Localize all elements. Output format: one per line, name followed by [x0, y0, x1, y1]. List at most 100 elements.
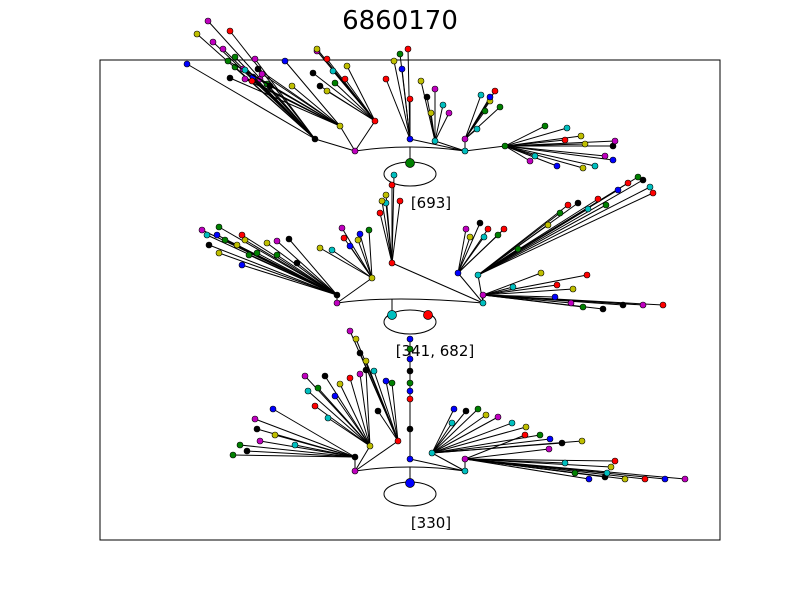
node — [406, 387, 414, 395]
node — [546, 435, 554, 443]
node — [236, 441, 244, 449]
node — [406, 395, 414, 403]
node — [564, 201, 572, 209]
graph-label: [341, 682] — [396, 342, 475, 360]
root-node — [387, 310, 397, 320]
edge — [196, 33, 316, 140]
node — [370, 367, 378, 375]
node — [271, 431, 279, 439]
node — [477, 91, 485, 99]
subtree-6 — [461, 87, 504, 143]
edge — [291, 85, 341, 127]
node — [251, 415, 259, 423]
edge — [359, 373, 371, 447]
edge — [464, 106, 501, 140]
node — [394, 437, 402, 445]
edge — [307, 390, 371, 447]
edge — [504, 145, 584, 169]
edge — [339, 383, 371, 447]
node — [553, 281, 561, 289]
branch-edge — [354, 120, 376, 152]
node — [561, 459, 569, 467]
node — [263, 239, 271, 247]
edge — [266, 242, 338, 296]
node — [601, 152, 609, 160]
edge — [464, 458, 612, 468]
node — [198, 226, 206, 234]
node — [285, 235, 293, 243]
edge — [457, 236, 471, 274]
edge — [504, 125, 546, 147]
node — [343, 62, 351, 70]
node — [509, 283, 517, 291]
node — [221, 236, 229, 244]
node — [378, 197, 386, 205]
edge — [391, 174, 395, 264]
graph-3: [330] — [229, 327, 689, 532]
node — [321, 372, 329, 380]
node — [273, 251, 281, 259]
edge — [504, 145, 531, 162]
node — [238, 231, 246, 239]
node — [466, 233, 474, 241]
node — [215, 223, 223, 231]
edge — [331, 249, 373, 279]
edge — [431, 426, 527, 454]
node — [329, 67, 337, 75]
edge — [464, 458, 616, 462]
node — [501, 142, 509, 150]
node — [338, 224, 346, 232]
node — [371, 117, 379, 125]
edge — [373, 370, 399, 442]
node — [500, 225, 508, 233]
branch-edge — [354, 445, 371, 472]
subtree-1 — [198, 223, 341, 299]
node — [215, 249, 223, 257]
edge — [229, 77, 341, 127]
node — [450, 405, 458, 413]
node — [404, 45, 412, 53]
node — [254, 65, 262, 73]
node — [224, 57, 232, 65]
edge — [326, 90, 376, 122]
node — [390, 57, 398, 65]
edge — [272, 408, 356, 458]
node — [494, 231, 502, 239]
edge — [346, 65, 376, 122]
edge — [407, 48, 411, 140]
branch-edge — [391, 262, 484, 304]
node — [681, 475, 689, 483]
edge — [431, 422, 453, 454]
node — [356, 349, 364, 357]
edge — [477, 186, 651, 276]
edge — [434, 104, 444, 142]
node — [226, 27, 234, 35]
edge — [259, 440, 356, 458]
edge — [254, 418, 356, 458]
edge — [319, 247, 373, 279]
edge — [377, 410, 399, 442]
edge — [431, 410, 467, 454]
node — [462, 407, 470, 415]
edge — [312, 72, 376, 122]
edge — [218, 226, 338, 296]
node — [245, 251, 253, 259]
node — [253, 425, 261, 433]
node — [362, 357, 370, 365]
edge — [477, 204, 607, 276]
edge — [504, 127, 568, 147]
subtree-5 — [474, 173, 657, 279]
branch-edge — [477, 274, 484, 304]
root-node — [405, 158, 415, 168]
node — [336, 122, 344, 130]
node — [646, 183, 654, 191]
edge — [288, 238, 338, 296]
edge — [430, 112, 436, 142]
node — [406, 135, 414, 143]
node — [496, 103, 504, 111]
node — [661, 475, 669, 483]
node — [374, 407, 382, 415]
branch-edge — [336, 277, 373, 304]
node — [584, 205, 592, 213]
